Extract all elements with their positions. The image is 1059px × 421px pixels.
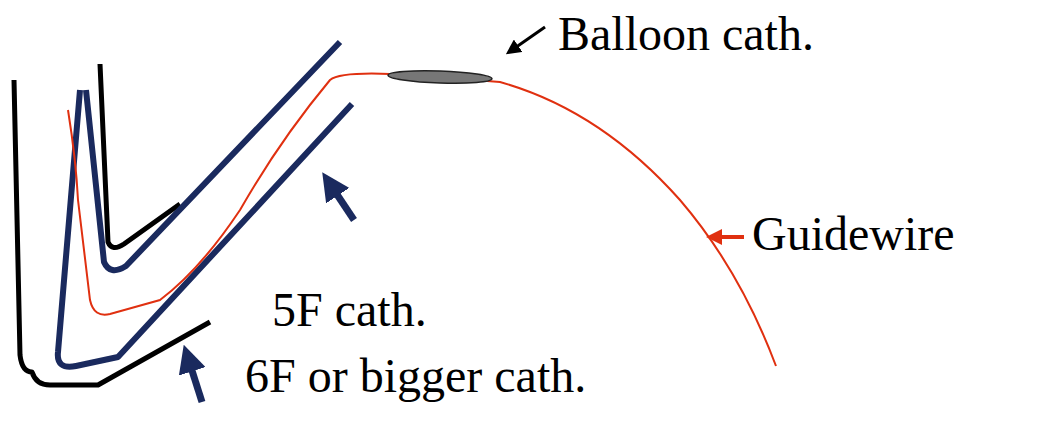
guide-catheter-outer xyxy=(14,80,210,385)
leader-arrow xyxy=(714,235,744,239)
leader-arrow xyxy=(512,27,545,50)
leader-arrow xyxy=(188,358,202,402)
balloon xyxy=(388,69,492,85)
part-label: 5F cath. xyxy=(272,284,427,337)
5f-catheter-inner xyxy=(86,42,340,270)
part-label: Guidewire xyxy=(752,208,955,261)
part-label: 6F or bigger cath. xyxy=(245,350,586,403)
leader-arrow xyxy=(330,184,354,220)
guidewire xyxy=(68,74,776,366)
part-label: Balloon cath. xyxy=(558,8,814,61)
